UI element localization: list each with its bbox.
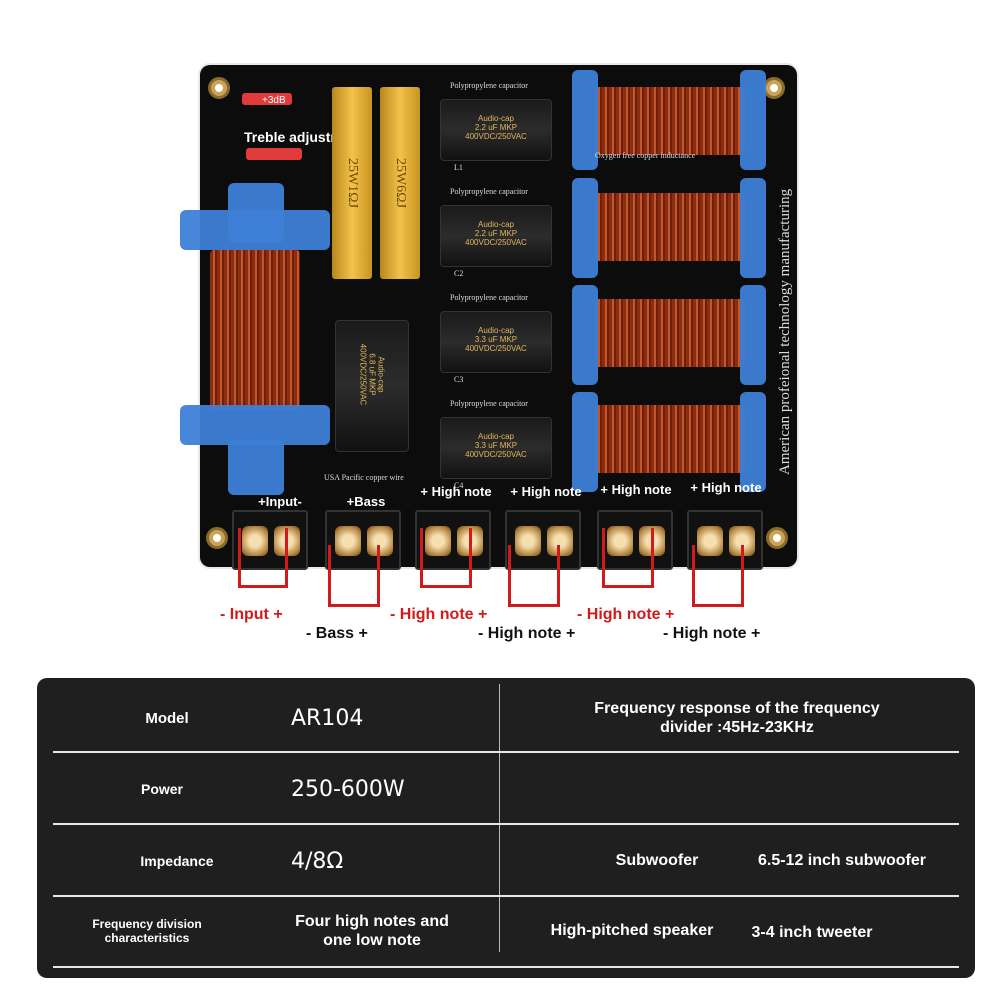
terminal-high-2[interactable] — [505, 510, 581, 570]
treble-jumper[interactable] — [242, 93, 292, 105]
inductance-label: Oxygen free copper inductance — [595, 151, 696, 160]
resistor: 25W6ΩJ — [380, 87, 420, 279]
label-bass: - Bass + — [306, 625, 368, 642]
label-high-3: - High note + — [577, 606, 675, 623]
capacitor-title: Polypropylene capacitor — [450, 81, 528, 90]
terminal-label: +Bass — [346, 494, 386, 509]
wire-loop — [238, 528, 288, 588]
terminal-label: +Input- — [258, 494, 302, 509]
mount-hole — [206, 527, 228, 549]
wire-loop — [508, 545, 560, 607]
mount-hole — [766, 527, 788, 549]
resistor: 25W1ΩJ — [332, 87, 372, 279]
inductor-coil — [595, 87, 745, 155]
bobbin-top — [228, 183, 284, 243]
mount-hole — [763, 77, 785, 99]
label-high-1: - High note + — [390, 606, 488, 623]
column-divider — [499, 684, 500, 952]
wire-loop — [328, 545, 380, 607]
frequency-response: Frequency response of the frequency divi… — [594, 700, 880, 736]
crossover-board: +3dB Treble adjustment 25W1ΩJ 25W6ΩJ Aud… — [180, 65, 797, 567]
power-value: 250-600W — [291, 776, 405, 802]
tweeter-value: 3-4 inch tweeter — [751, 924, 873, 941]
bobbin — [180, 405, 330, 445]
impedance-value: 4/8Ω — [291, 848, 344, 874]
label-high-4: - High note + — [663, 625, 761, 642]
inductor-coil — [210, 250, 300, 410]
model-value: AR104 — [291, 705, 364, 731]
treble-gain: +3dB — [262, 95, 286, 106]
wire-loop — [602, 528, 654, 588]
tweeter-label: High-pitched speaker — [550, 922, 714, 939]
terminal-high-1[interactable] — [415, 510, 491, 570]
terminal-label: + High note — [510, 484, 582, 499]
impedance-label: Impedance — [140, 853, 214, 869]
inductor-coil — [595, 299, 745, 367]
terminal-bass[interactable] — [325, 510, 401, 570]
terminal-label: + High note — [690, 480, 762, 495]
subwoofer-label: Subwoofer — [615, 852, 699, 869]
inductor-coil — [595, 405, 745, 473]
bobbin-bottom — [228, 440, 284, 495]
subwoofer-value: 6.5-12 inch subwoofer — [757, 852, 927, 869]
treble-jumper[interactable] — [246, 148, 302, 160]
side-text: American profeional technology manufactu… — [777, 188, 793, 475]
terminal-label: + High note — [600, 482, 672, 497]
model-label: Model — [145, 709, 189, 727]
terminal-label: + High note — [420, 484, 492, 499]
division-label: Frequency division characteristics — [92, 917, 202, 945]
terminal-input[interactable] — [232, 510, 308, 570]
division-value: Four high notes and one low note — [295, 913, 449, 949]
terminal-high-4[interactable] — [687, 510, 763, 570]
wire-loop — [692, 545, 744, 607]
label-high-2: - High note + — [478, 625, 576, 642]
mount-hole — [208, 77, 230, 99]
power-label: Power — [140, 781, 183, 797]
label-input: - Input + — [220, 606, 283, 623]
spec-table: Model AR104 Frequency response of the fr… — [37, 678, 975, 978]
wire-label: USA Pacific copper wire — [324, 473, 404, 482]
wire-loop — [420, 528, 472, 588]
inductor-coil — [595, 193, 745, 261]
